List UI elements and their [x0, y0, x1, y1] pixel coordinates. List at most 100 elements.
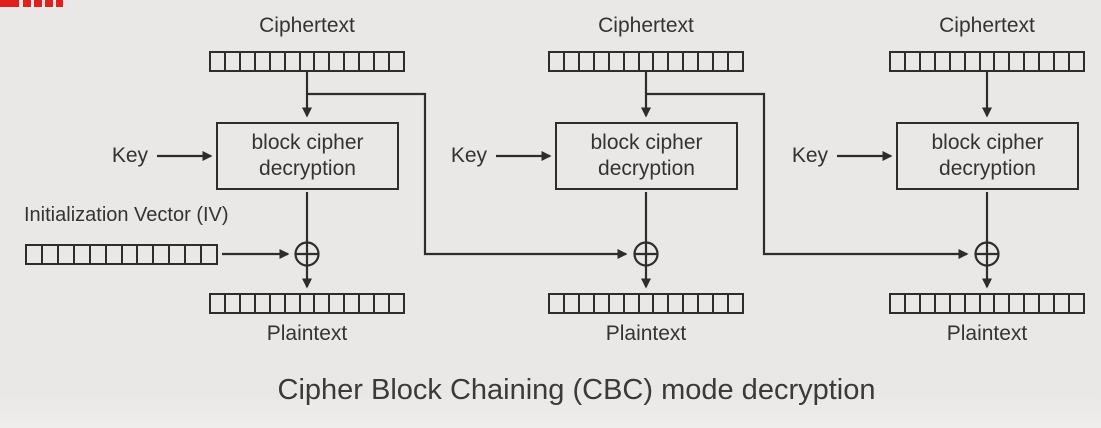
- bit-cell: [107, 246, 123, 263]
- bit-cell: [256, 295, 271, 312]
- bit-cell: [91, 246, 107, 263]
- bit-cell: [186, 246, 203, 263]
- bit-cell: [936, 53, 951, 70]
- decryption-box-line2: decryption: [939, 157, 1036, 180]
- bit-cell: [669, 53, 685, 70]
- bit-cell: [271, 53, 286, 70]
- bit-cell: [640, 295, 655, 312]
- ciphertext-block-3: [889, 51, 1085, 72]
- bit-cell: [315, 53, 331, 70]
- bit-cell: [654, 295, 670, 312]
- decryption-box-line1: block cipher: [931, 131, 1044, 154]
- bit-cell: [27, 246, 43, 263]
- bit-cell: [286, 53, 301, 70]
- bit-cell: [202, 246, 216, 263]
- bit-cell: [981, 295, 996, 312]
- bit-cell: [315, 295, 331, 312]
- bit-cell: [345, 295, 361, 312]
- bit-cell: [43, 246, 59, 263]
- bit-cell: [1040, 295, 1056, 312]
- chain-line-ciphertext2-to-xor3: [646, 92, 969, 259]
- bit-cell: [729, 53, 742, 70]
- xor-icon: [974, 241, 1000, 267]
- decryption-box-line2: decryption: [598, 157, 695, 180]
- bit-cell: [714, 53, 730, 70]
- bit-cell: [625, 53, 640, 70]
- bit-cell: [891, 295, 906, 312]
- xor-icon: [633, 241, 659, 267]
- bit-cell: [625, 295, 640, 312]
- bit-cell: [1055, 295, 1071, 312]
- red-mark: [0, 0, 19, 7]
- bit-cell: [951, 295, 966, 312]
- bit-cell: [995, 53, 1011, 70]
- bit-cell: [906, 53, 921, 70]
- bit-cell: [565, 53, 580, 70]
- bit-cell: [906, 295, 921, 312]
- bit-cell: [301, 295, 316, 312]
- bit-cell: [580, 53, 595, 70]
- bit-cell: [1040, 53, 1056, 70]
- bit-cell: [271, 295, 286, 312]
- bit-cell: [390, 53, 403, 70]
- bit-cell: [154, 246, 171, 263]
- bit-cell: [241, 295, 256, 312]
- bit-cell: [595, 53, 610, 70]
- plaintext-block-3: [889, 293, 1085, 314]
- bit-cell: [669, 295, 685, 312]
- ciphertext-block-2: [548, 51, 744, 72]
- plaintext-block-1: [209, 293, 405, 314]
- bit-cell: [1070, 53, 1083, 70]
- bit-cell: [610, 53, 625, 70]
- block-cipher-decryption-box-2: block cipher decryption: [555, 122, 738, 190]
- bit-cell: [550, 53, 565, 70]
- bit-cell: [891, 53, 906, 70]
- ciphertext-label: Ciphertext: [939, 14, 1035, 37]
- bit-cell: [936, 295, 951, 312]
- bit-cell: [360, 53, 376, 70]
- decryption-box-line1: block cipher: [590, 131, 703, 154]
- red-mark: [34, 0, 42, 7]
- bit-cell: [226, 295, 241, 312]
- red-mark: [23, 0, 31, 7]
- bit-cell: [595, 295, 610, 312]
- bit-cell: [684, 295, 700, 312]
- bit-cell: [123, 246, 139, 263]
- xor-icon: [294, 241, 320, 267]
- bit-cell: [1025, 53, 1041, 70]
- ciphertext-block-1: [209, 51, 405, 72]
- bit-cell: [286, 295, 301, 312]
- key-label: Key: [111, 144, 148, 167]
- bit-cell: [301, 53, 316, 70]
- bit-cell: [966, 53, 981, 70]
- bit-cell: [256, 53, 271, 70]
- bit-cell: [75, 246, 91, 263]
- bit-cell: [170, 246, 187, 263]
- key-label: Key: [450, 144, 487, 167]
- bit-cell: [654, 53, 670, 70]
- block-cipher-decryption-box-1: block cipher decryption: [216, 122, 399, 190]
- bit-cell: [1025, 295, 1041, 312]
- bit-cell: [951, 53, 966, 70]
- bit-cell: [330, 53, 346, 70]
- bit-cell: [550, 295, 565, 312]
- bit-cell: [981, 53, 996, 70]
- plaintext-label: Plaintext: [266, 322, 348, 345]
- bit-cell: [995, 295, 1011, 312]
- plaintext-label: Plaintext: [946, 322, 1028, 345]
- bit-cell: [1010, 295, 1026, 312]
- bit-cell: [360, 295, 376, 312]
- bit-cell: [1055, 53, 1071, 70]
- bit-cell: [729, 295, 742, 312]
- bit-cell: [699, 295, 715, 312]
- block-cipher-decryption-box-3: block cipher decryption: [896, 122, 1079, 190]
- diagram-caption-text: Cipher Block Chaining (CBC) mode decrypt…: [277, 374, 876, 406]
- bit-cell: [1070, 295, 1083, 312]
- plaintext-block-2: [548, 293, 744, 314]
- cbc-column-1: Ciphertext block cipher decryption Key P…: [112, 0, 405, 360]
- bit-cell: [921, 295, 936, 312]
- initialization-vector-label: Initialization Vector (IV): [24, 204, 229, 226]
- bit-cell: [226, 53, 241, 70]
- bit-cell: [375, 295, 391, 312]
